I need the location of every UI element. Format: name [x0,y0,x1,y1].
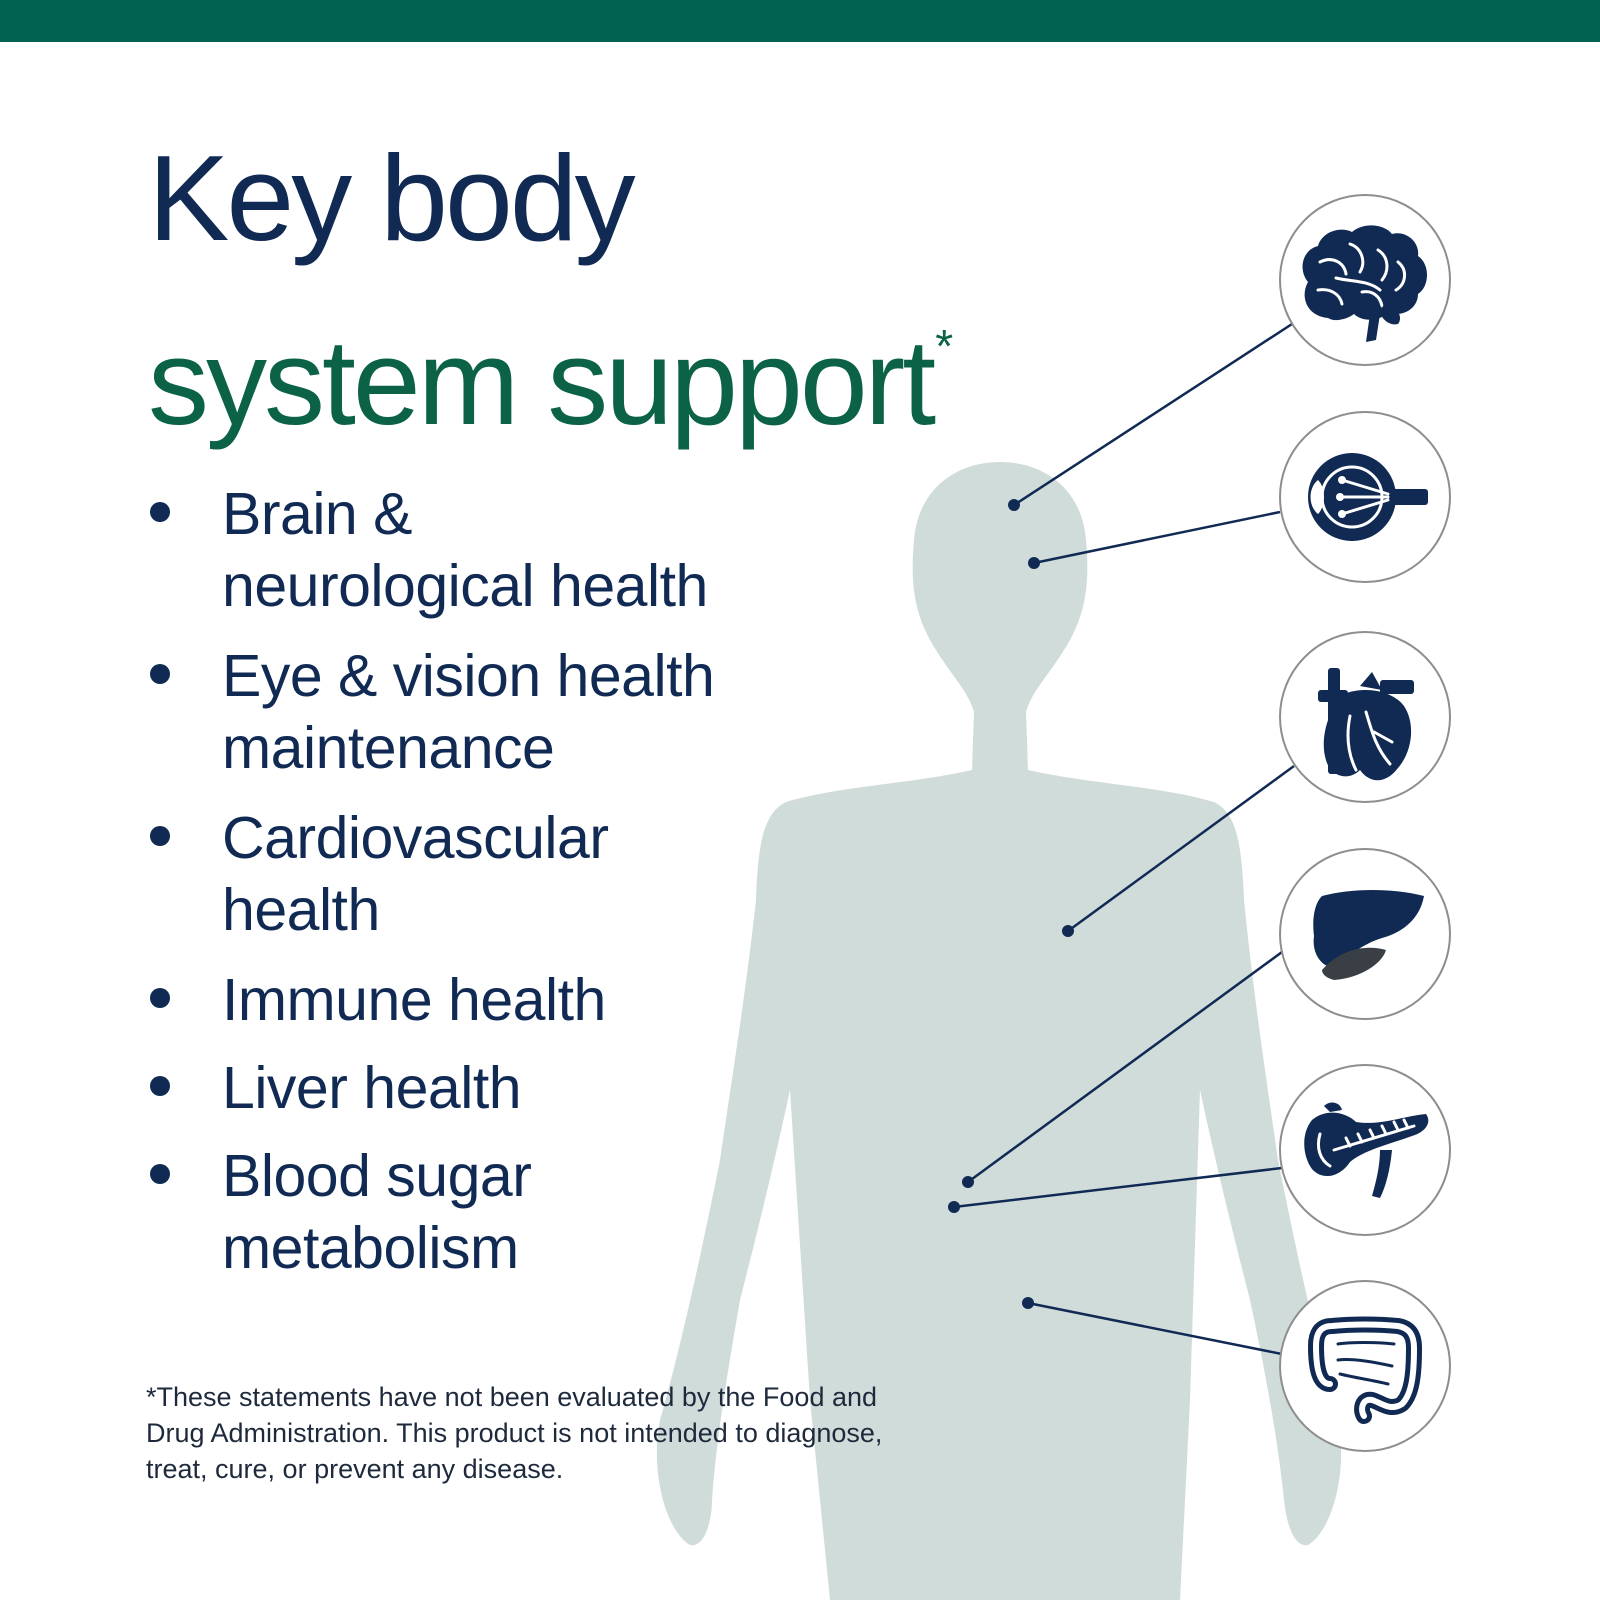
eye-icon [1279,411,1451,583]
benefit-label: Blood sugar metabolism [222,1143,532,1281]
title-line-secondary-text: system support [148,314,936,450]
bullet-dot [150,826,170,846]
bullet-dot [150,502,170,522]
leader-dots [948,499,1074,1309]
bullet-dot [150,664,170,684]
leader-dot-pancreas [948,1201,960,1213]
bullet-dot [150,1076,170,1096]
leader-dot-heart [1062,925,1074,937]
leader-line-brain [1013,322,1293,507]
benefit-label: Liver health [222,1055,522,1121]
pancreas-icon [1279,1064,1451,1236]
leader-lines [953,322,1295,1356]
leader-line-heart [1067,764,1295,933]
bullet-dot [150,988,170,1008]
fda-disclaimer: *These statements have not been evaluate… [146,1382,883,1484]
bullet-dot [150,1164,170,1184]
heart-icon [1279,631,1451,803]
leader-line-pancreas [953,1166,1283,1209]
human-silhouette [656,462,1342,1600]
brain-icon [1279,194,1451,366]
benefit-label: Cardiovascular health [222,805,609,943]
page-title: Key body system support* [148,128,953,452]
leader-line-intestine [1027,1301,1283,1356]
top-band [0,0,1600,42]
leader-line-eye [1033,510,1281,565]
benefit-label: Immune health [222,967,606,1033]
leader-dot-brain [1008,499,1020,511]
leader-line-liver [967,950,1283,1184]
title-line-primary: Key body [148,130,636,266]
benefit-label: Eye & vision health maintenance [222,643,715,781]
leader-dot-intestine [1022,1297,1034,1309]
liver-icon [1279,848,1451,1020]
intestine-icon [1279,1280,1451,1452]
leader-dot-liver [962,1176,974,1188]
benefit-label: Brain & neurological health [222,481,708,619]
title-asterisk: * [935,320,953,372]
organ-icons [1279,194,1451,1452]
title-line-secondary: system support* [148,276,953,452]
leader-dot-eye [1028,557,1040,569]
